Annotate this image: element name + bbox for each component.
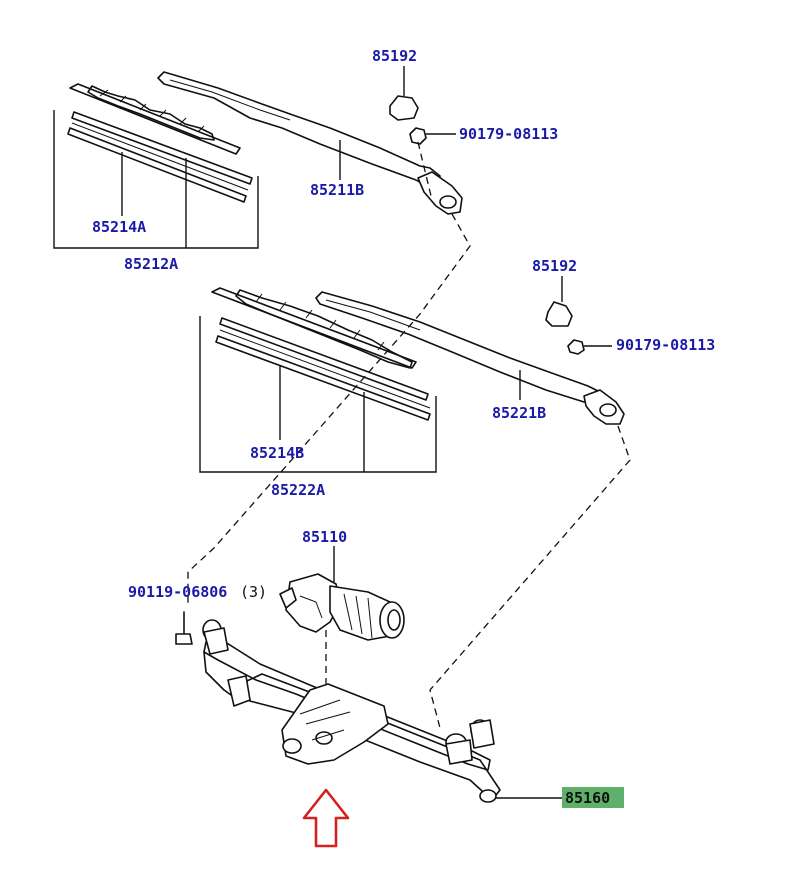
label-85221B: 85221B [492, 404, 546, 422]
nut-90179-lower [567, 339, 585, 355]
dashed-assembly-line-1 [187, 141, 471, 604]
wiper-arm-85221B [315, 291, 625, 425]
bolt-90119 [175, 611, 193, 645]
label-85160: 85160 [565, 789, 610, 807]
front-direction-arrow [302, 788, 350, 848]
label-85214B: 85214B [250, 444, 304, 462]
leader-85214B [279, 366, 365, 472]
label-85192-upper: 85192 [372, 47, 417, 65]
cap-85192-upper [389, 95, 419, 121]
wiper-blade-85212A [67, 83, 253, 203]
label-85214A: 85214A [92, 218, 146, 236]
dashed-assembly-line-2 [429, 425, 631, 729]
label-90179-lower: 90179-08113 [616, 336, 715, 354]
label-90119-qty: (3) [240, 583, 267, 601]
wiper-linkage-85160 [202, 619, 501, 803]
bracket-85212A [53, 110, 259, 249]
label-85211B: 85211B [310, 181, 364, 199]
highlight-85160 [562, 787, 624, 808]
nut-90179-upper [409, 127, 427, 145]
bracket-85222A [199, 316, 437, 473]
wiper-arm-85211B [157, 71, 463, 215]
wiper-motor-85110 [279, 573, 405, 641]
leader-85214A [121, 152, 187, 248]
wiper-blade-85222A [211, 287, 431, 421]
label-90179-upper: 90179-08113 [459, 125, 558, 143]
label-90119: 90119-06806 [128, 583, 227, 601]
label-85222A: 85222A [271, 481, 325, 499]
label-85192-lower: 85192 [532, 257, 577, 275]
cap-85192-lower [545, 301, 573, 327]
label-85110: 85110 [302, 528, 347, 546]
label-85212A: 85212A [124, 255, 178, 273]
